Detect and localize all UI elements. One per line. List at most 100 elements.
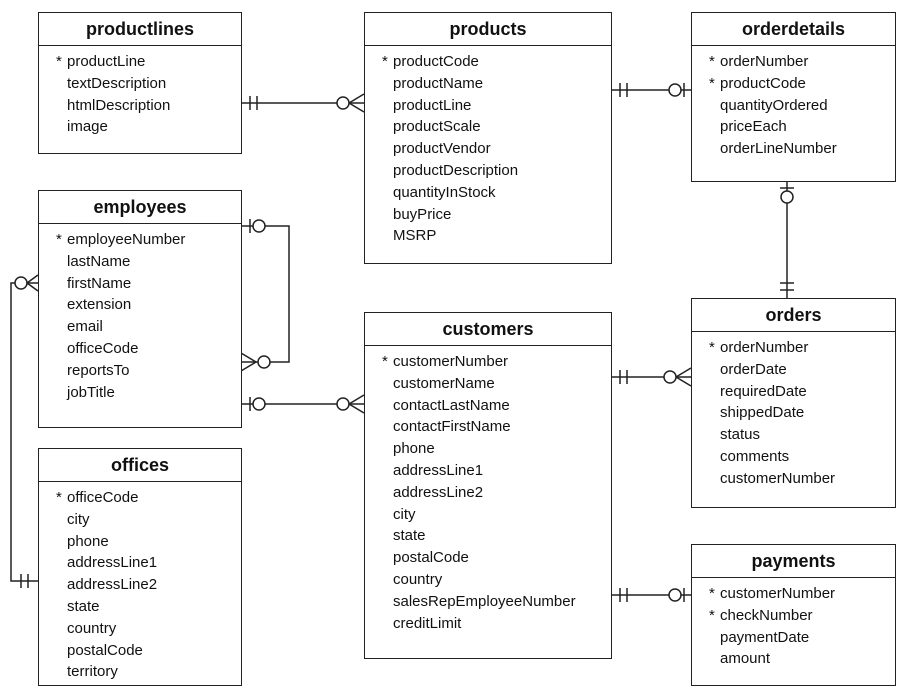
field-name: productVendor xyxy=(393,140,491,158)
field-name: MSRP xyxy=(393,227,437,245)
field-row: postalCode xyxy=(365,547,611,569)
field-name: textDescription xyxy=(67,74,167,92)
relationship-offices-employees xyxy=(10,274,39,588)
field-row: shippedDate xyxy=(692,402,895,424)
field-name: productLine xyxy=(67,53,146,70)
field-row: status xyxy=(692,424,895,446)
relationship-orders-orderdetails xyxy=(780,181,794,298)
field-name: country xyxy=(393,570,443,588)
field-row: lastName xyxy=(39,251,241,273)
field-row: priceEach xyxy=(692,116,895,138)
primary-key-marker: * xyxy=(382,353,388,370)
primary-key-marker: * xyxy=(56,231,62,248)
field-row: quantityOrdered xyxy=(692,95,895,117)
field-name: orderLineNumber xyxy=(720,140,837,158)
table-title: productlines xyxy=(39,13,241,46)
table-title: products xyxy=(365,13,611,46)
field-name: state xyxy=(67,597,100,615)
field-row: paymentDate xyxy=(692,627,895,649)
primary-key-marker: * xyxy=(709,585,715,602)
field-row: productLine xyxy=(365,95,611,117)
field-row: customerName xyxy=(365,373,611,395)
field-name: htmlDescription xyxy=(67,96,171,114)
primary-key-marker: * xyxy=(709,339,715,356)
field-name: contactLastName xyxy=(393,396,510,414)
field-name: salesRepEmployeeNumber xyxy=(393,592,576,610)
primary-key-marker: * xyxy=(709,74,715,92)
field-name: productName xyxy=(393,74,484,92)
field-name: city xyxy=(393,505,416,523)
field-name: image xyxy=(67,118,108,136)
field-name: reportsTo xyxy=(67,361,130,379)
field-name: priceEach xyxy=(720,118,787,136)
field-name: customerNumber xyxy=(720,585,836,602)
field-name: checkNumber xyxy=(720,606,813,624)
field-name: territory xyxy=(67,663,118,681)
field-row: * productLine xyxy=(39,51,241,73)
field-row: contactLastName xyxy=(365,395,611,417)
field-name: paymentDate xyxy=(720,628,810,646)
field-row: orderDate xyxy=(692,359,895,381)
relationship-customers-payments xyxy=(611,588,691,602)
table-title: orderdetails xyxy=(692,13,895,46)
field-row: phone xyxy=(365,438,611,460)
field-row: officeCode xyxy=(39,338,241,360)
table-title: offices xyxy=(39,449,241,482)
primary-key-marker: * xyxy=(56,53,62,70)
field-row: productScale xyxy=(365,116,611,138)
field-name: creditLimit xyxy=(393,614,462,632)
field-name: productCode xyxy=(720,74,806,92)
field-name: comments xyxy=(720,447,790,465)
relationship-products-orderdetails xyxy=(611,83,691,97)
field-row: requiredDate xyxy=(692,381,895,403)
field-name: buyPrice xyxy=(393,205,452,223)
primary-key-marker: * xyxy=(709,53,715,70)
field-row: salesRepEmployeeNumber xyxy=(365,591,611,613)
table-productlines: productlines * productLine textDescription… xyxy=(38,12,242,154)
field-row: *checkNumber xyxy=(692,605,895,627)
field-row: country xyxy=(365,569,611,591)
field-name: country xyxy=(67,619,117,637)
field-name: postalCode xyxy=(393,549,469,567)
relationship-employees-customers xyxy=(241,394,365,414)
field-name: extension xyxy=(67,296,132,314)
field-name: firstName xyxy=(67,274,132,292)
field-row: * productCode xyxy=(692,73,895,95)
field-row: territory xyxy=(39,661,241,683)
field-name: customerNumber xyxy=(393,353,509,370)
relationship-productlines-products xyxy=(241,93,365,113)
field-name: amount xyxy=(720,650,771,668)
field-name: customerName xyxy=(393,374,495,392)
field-row: country xyxy=(39,618,241,640)
field-name: status xyxy=(720,426,761,444)
field-row: * customerNumber xyxy=(365,351,611,373)
field-name: addressLine2 xyxy=(393,483,484,501)
field-name: phone xyxy=(393,440,435,458)
field-row: state xyxy=(39,596,241,618)
relationship-customers-orders xyxy=(611,367,692,387)
field-row: city xyxy=(39,509,241,531)
field-row: state xyxy=(365,525,611,547)
field-row: buyPrice xyxy=(365,204,611,226)
field-name: quantityInStock xyxy=(393,183,496,201)
table-title: employees xyxy=(39,191,241,224)
field-list: * productLine textDescription htmlDescripti… xyxy=(39,46,241,138)
field-row: addressLine2 xyxy=(39,574,241,596)
field-row: htmlDescription xyxy=(39,95,241,117)
field-row: addressLine1 xyxy=(365,460,611,482)
field-name: quantityOrdered xyxy=(720,96,828,114)
field-row: image xyxy=(39,116,241,138)
field-row: productName xyxy=(365,73,611,95)
field-row: creditLimit xyxy=(365,613,611,635)
field-name: addressLine1 xyxy=(393,461,484,479)
field-name: addressLine1 xyxy=(67,554,158,572)
field-name: city xyxy=(67,510,90,528)
